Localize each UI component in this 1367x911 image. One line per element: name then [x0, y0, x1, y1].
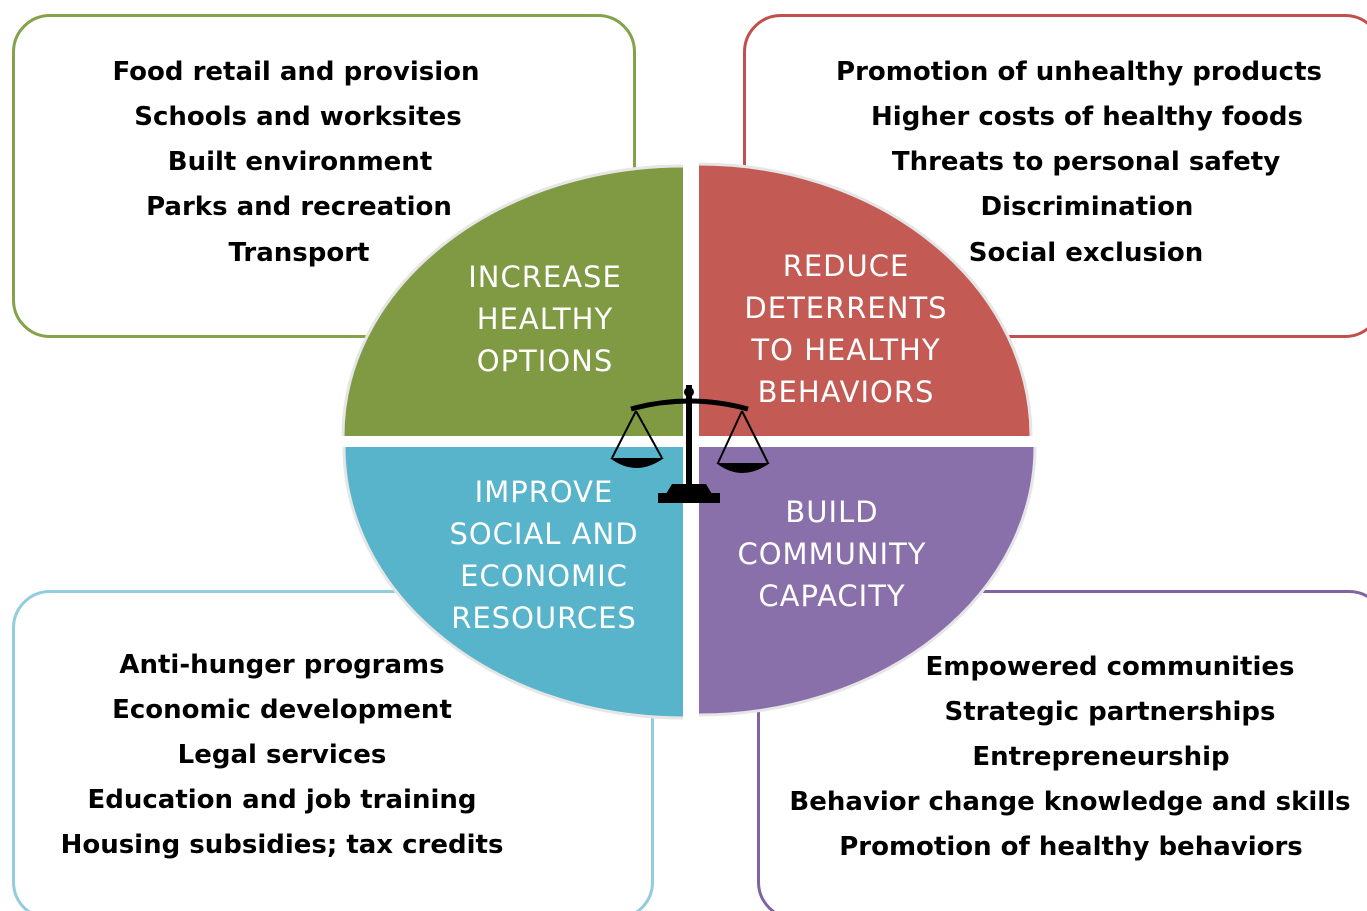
title-line: DETERRENTS — [744, 291, 948, 325]
increase-healthy-options-title: INCREASE HEALTHY OPTIONS — [468, 256, 622, 382]
title-line: ECONOMIC — [460, 559, 628, 593]
increase-healthy-options-quadrant — [343, 166, 683, 436]
list-item: Empowered communities — [925, 652, 1295, 682]
build-community-capacity-title: BUILD COMMUNITY CAPACITY — [737, 491, 926, 617]
list-item: Food retail and provision — [112, 57, 480, 87]
list-item: Social exclusion — [968, 238, 1204, 268]
reduce-deterrents-quadrant — [699, 164, 1031, 436]
list-item: Promotion of healthy behaviors — [839, 832, 1303, 862]
list-item: Behavior change knowledge and skills — [789, 787, 1351, 817]
title-line: IMPROVE — [474, 475, 614, 509]
build-community-capacity-quadrant — [699, 447, 1035, 715]
title-line: BEHAVIORS — [757, 375, 935, 409]
list-item: Economic development — [112, 695, 452, 725]
title-line: CAPACITY — [758, 579, 906, 613]
improve-resources-title: IMPROVE SOCIAL AND ECONOMIC RESOURCES — [449, 471, 638, 639]
improve-resources-quadrant — [344, 447, 683, 718]
title-line: RESOURCES — [451, 601, 637, 635]
list-item: Schools and worksites — [134, 102, 462, 132]
title-line: INCREASE — [468, 260, 622, 294]
list-item: Higher costs of healthy foods — [871, 102, 1303, 132]
title-line: BUILD — [785, 495, 879, 529]
scales-of-justice-icon — [610, 385, 770, 503]
list-item: Strategic partnerships — [944, 697, 1276, 727]
title-line: SOCIAL AND — [449, 517, 639, 551]
list-item: Entrepreneurship — [972, 742, 1230, 772]
list-item: Legal services — [177, 740, 387, 770]
reduce-deterrents-title: REDUCE DETERRENTS TO HEALTHY BEHAVIORS — [744, 245, 947, 413]
title-line: REDUCE — [782, 249, 910, 283]
title-line: HEALTHY — [476, 302, 614, 336]
list-item: Education and job training — [87, 785, 477, 815]
title-line: OPTIONS — [476, 344, 614, 378]
list-item: Parks and recreation — [146, 192, 452, 222]
list-item: Built environment — [167, 147, 433, 177]
list-item: Threats to personal safety — [891, 147, 1281, 177]
title-line: TO HEALTHY — [751, 333, 941, 367]
list-item: Anti-hunger programs — [119, 650, 445, 680]
list-item: Housing subsidies; tax credits — [60, 830, 504, 860]
list-item: Discrimination — [980, 192, 1194, 222]
title-line: COMMUNITY — [737, 537, 927, 571]
list-item: Promotion of unhealthy products — [836, 57, 1322, 87]
list-item: Transport — [228, 238, 370, 268]
